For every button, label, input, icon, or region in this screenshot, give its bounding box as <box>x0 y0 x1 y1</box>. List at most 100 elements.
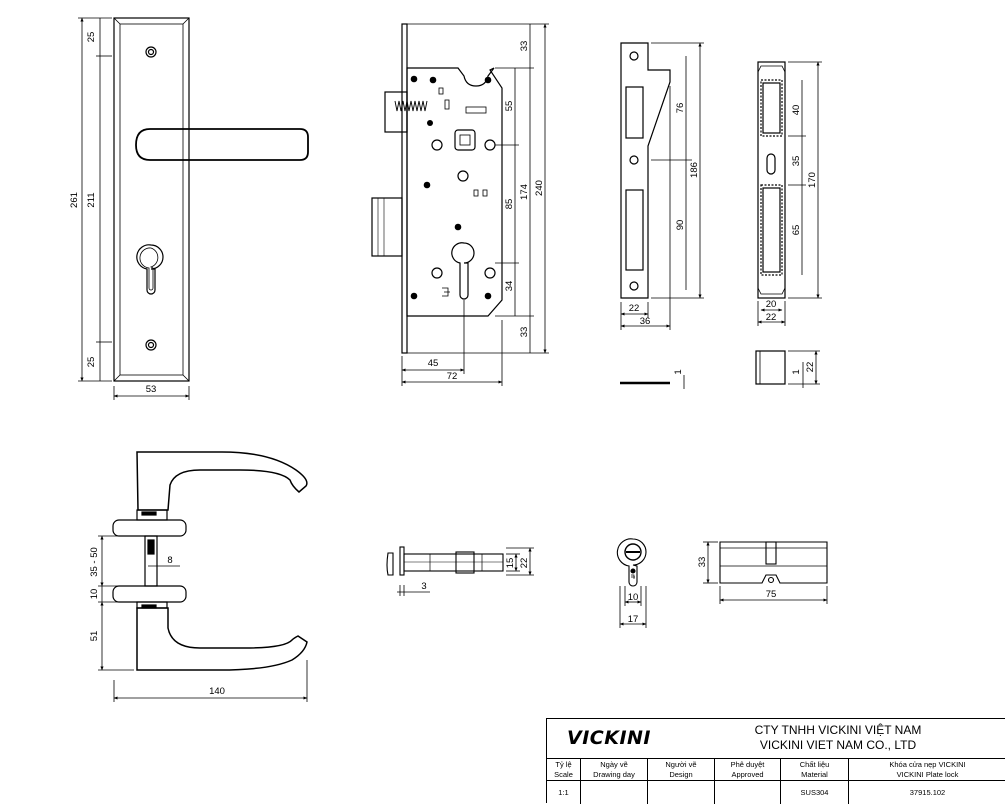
strike-box-side <box>755 350 786 385</box>
lever-top <box>136 451 308 511</box>
dim-lock-85: 85 <box>504 199 515 210</box>
dim-lock-240: 240 <box>534 180 545 196</box>
rose-bottom <box>112 585 187 603</box>
field-label-vn: Ngày vẽ <box>600 760 628 769</box>
dim-box-22: 22 <box>766 312 777 323</box>
dim-box-35: 35 <box>791 156 802 167</box>
dim-plate-53: 53 <box>146 384 157 395</box>
spindle-hole <box>454 129 476 151</box>
front-plate-dims <box>78 17 190 400</box>
dead-bolt <box>371 197 403 257</box>
strike-latch-hole <box>625 86 644 139</box>
dim-plate-261: 261 <box>69 192 80 208</box>
strike-box-bolt-pocket <box>760 184 783 276</box>
field-value: 37915.102 <box>909 788 946 797</box>
latch-dims <box>397 547 534 596</box>
latch-spring <box>394 100 428 112</box>
company-name-en: VICKINI VIET NAM CO., LTD <box>759 738 917 752</box>
latch-detail <box>386 546 504 576</box>
company-name: CTY TNHH VICKINI VIỆT NAM VICKINI VIET N… <box>743 723 933 753</box>
field-label-en: Design <box>669 769 693 779</box>
dim-strike-36: 36 <box>640 316 651 327</box>
dim-cyl-10: 10 <box>628 592 639 603</box>
lock-faceplate <box>401 23 408 354</box>
plate-screw-hole-top <box>145 46 157 58</box>
dim-plate-25-top: 25 <box>86 32 97 43</box>
field-value: 1:1 <box>558 788 569 797</box>
dim-lock-72: 72 <box>447 371 458 382</box>
plate-inner-bevel <box>119 23 184 376</box>
dim-box-1: 1 <box>791 369 802 374</box>
cylinder-front <box>616 538 647 587</box>
dim-latch-22: 22 <box>519 558 530 569</box>
strike-plate-dims <box>620 42 704 389</box>
field-label-en: Material <box>801 769 828 779</box>
strike-box-latch-pocket <box>760 79 783 137</box>
dim-cyl-17: 17 <box>628 614 639 625</box>
dim-strike-1: 1 <box>673 369 684 374</box>
cylinder-front-dims <box>619 586 647 628</box>
field-label-en: Drawing day <box>593 769 635 779</box>
field-label-en: VICKINI Plate lock <box>896 769 959 779</box>
dim-strike-90: 90 <box>675 220 686 231</box>
dim-latch-15: 15 <box>505 558 516 569</box>
dim-lock-33-bottom: 33 <box>519 327 530 338</box>
field-label-vn: Tỷ lệ <box>555 760 572 769</box>
front-plate-view <box>113 17 309 382</box>
keyhole-front <box>136 244 164 295</box>
lock-case <box>406 67 503 317</box>
cylinder-side-dims <box>703 541 828 604</box>
strike-box-dims <box>757 61 822 388</box>
strike-box <box>755 61 786 385</box>
lock-screws <box>410 75 492 300</box>
dim-lock-174: 174 <box>519 184 530 200</box>
dim-lock-55: 55 <box>504 101 515 112</box>
field-label-en: Approved <box>731 769 764 779</box>
lever-handle-front <box>135 128 309 161</box>
dim-handle-35-50: 35 - 50 <box>89 547 100 577</box>
field-label-en: Scale <box>554 769 573 779</box>
dim-lock-45: 45 <box>428 358 439 369</box>
strike-bolt-hole <box>625 189 644 271</box>
dim-strike-186: 186 <box>689 162 700 178</box>
cylinder-body <box>719 541 828 584</box>
plate-screw-hole-bottom <box>145 339 157 351</box>
plate-outline <box>113 17 190 382</box>
dim-box-170: 170 <box>807 172 818 188</box>
field-value <box>581 781 647 804</box>
strike-box-slot <box>766 153 776 175</box>
mortise-lock-dims <box>401 23 549 386</box>
dim-box-20: 20 <box>766 299 777 310</box>
dim-lock-34: 34 <box>504 281 515 292</box>
field-value <box>648 781 714 804</box>
dim-handle-8: 8 <box>167 555 172 566</box>
dim-cyl-33: 33 <box>697 557 708 568</box>
dim-strike-76: 76 <box>675 103 686 114</box>
title-block-header: VICKINI CTY TNHH VICKINI VIỆT NAM VICKIN… <box>547 719 1005 759</box>
field-label-vn: Phê duyệt <box>730 760 765 769</box>
dim-strike-22: 22 <box>629 303 640 314</box>
title-block: VICKINI CTY TNHH VICKINI VIỆT NAM VICKIN… <box>546 718 1005 804</box>
rose-top <box>112 519 187 537</box>
dim-lock-33-top: 33 <box>519 41 530 52</box>
dim-handle-10: 10 <box>89 589 100 600</box>
field-value <box>715 781 780 804</box>
cylinder-cutout <box>451 242 475 300</box>
latch-bolt <box>384 91 408 133</box>
mortise-lock-body <box>371 23 503 354</box>
handle-dims <box>98 535 308 702</box>
field-label-vn: Khóa cửa nẹp VICKINI <box>889 760 966 769</box>
cylinder-side <box>719 541 828 584</box>
field-label-vn: Người vẽ <box>665 760 697 769</box>
dim-plate-25-bottom: 25 <box>86 357 97 368</box>
strike-plate <box>620 42 671 385</box>
strike-plate-outline <box>620 42 671 299</box>
strike-box-outline <box>757 61 786 299</box>
